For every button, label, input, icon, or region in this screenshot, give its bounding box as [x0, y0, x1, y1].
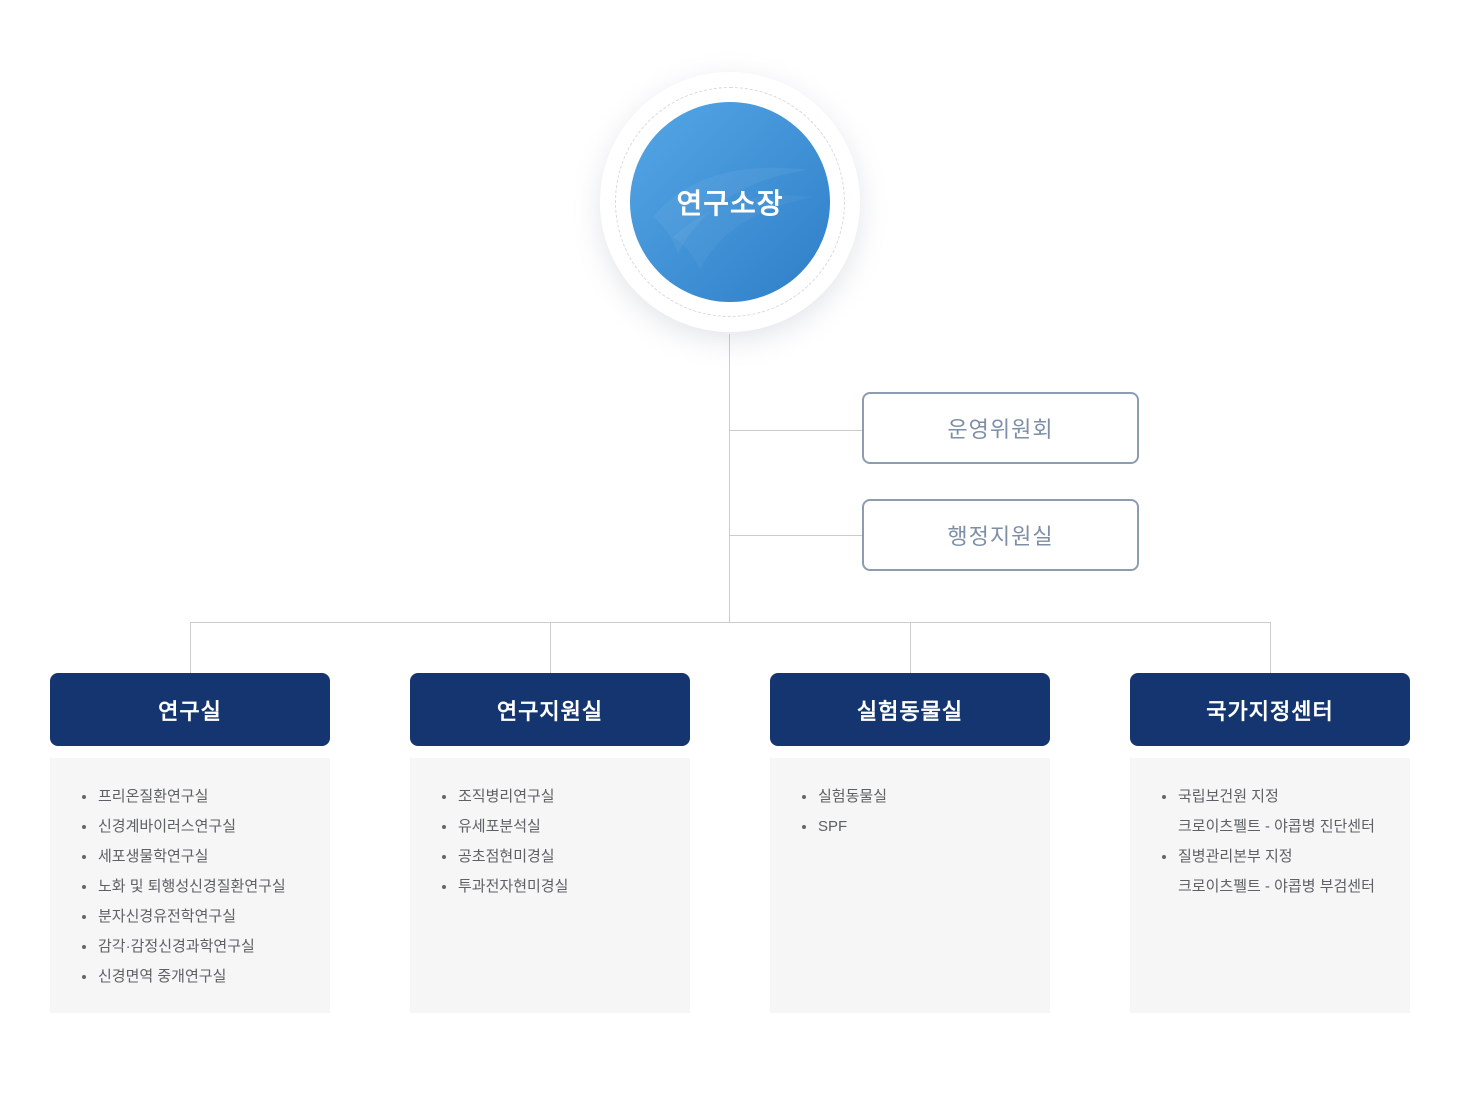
bullet-icon	[82, 945, 86, 949]
item-label: 노화 및 퇴행성신경질환연구실	[98, 878, 286, 895]
list-item: 프리온질환연구실	[82, 782, 312, 812]
dept-title: 국가지정센터	[1206, 698, 1334, 724]
dept-title: 연구지원실	[496, 698, 604, 724]
connector-drop-dept-3	[910, 622, 911, 673]
dept-header: 연구지원실	[410, 673, 690, 746]
dept-header: 실험동물실	[770, 673, 1050, 746]
connector-drop-dept-4	[1270, 622, 1271, 673]
list-item: 분자신경유전학연구실	[82, 902, 312, 932]
bullet-icon	[802, 825, 806, 829]
committee-label: 행정지원실	[947, 524, 1054, 549]
dept-title: 연구실	[158, 698, 222, 724]
bullet-icon	[82, 825, 86, 829]
dept-header: 국가지정센터	[1130, 673, 1410, 746]
bullet-icon	[82, 795, 86, 799]
bullet-icon	[802, 795, 806, 799]
connector-branch-committee-1	[730, 430, 862, 431]
list-item: 노화 및 퇴행성신경질환연구실	[82, 872, 312, 902]
list-item: 신경계바이러스연구실	[82, 812, 312, 842]
item-label: 세포생물학연구실	[98, 848, 209, 865]
list-item: 실험동물실	[802, 782, 1032, 812]
item-label: 신경계바이러스연구실	[98, 818, 237, 835]
dept-title: 실험동물실	[856, 698, 964, 724]
bullet-icon	[82, 975, 86, 979]
connector-drop-dept-2	[550, 622, 551, 673]
dept-column-lab-animals: 실험동물실 실험동물실 SPF	[770, 673, 1050, 1013]
item-sublabel: 크로이츠펠트 - 야콥병 진단센터	[1178, 818, 1375, 835]
root-label: 연구소장	[676, 188, 784, 219]
bullet-icon	[442, 885, 446, 889]
item-label: 투과전자현미경실	[458, 878, 569, 895]
bullet-icon	[82, 915, 86, 919]
item-label: SPF	[818, 818, 848, 835]
item-label: 유세포분석실	[458, 818, 541, 835]
connector-branch-committee-2	[730, 535, 862, 536]
item-label: 질병관리본부 지정	[1178, 848, 1293, 865]
item-sublabel: 크로이츠펠트 - 야콥병 부검센터	[1178, 878, 1375, 895]
list-item: 세포생물학연구실	[82, 842, 312, 872]
list-item: 투과전자현미경실	[442, 872, 672, 902]
committee-box-steering: 운영위원회	[862, 392, 1139, 464]
bullet-icon	[82, 885, 86, 889]
list-item: 유세포분석실	[442, 812, 672, 842]
bullet-icon	[442, 795, 446, 799]
dept-header: 연구실	[50, 673, 330, 746]
item-label: 분자신경유전학연구실	[98, 908, 237, 925]
bullet-icon	[1162, 855, 1166, 859]
logo-watermark-icon	[653, 167, 813, 270]
bullet-icon	[82, 855, 86, 859]
item-label: 조직병리연구실	[458, 788, 555, 805]
item-label: 감각·감정신경과학연구실	[98, 938, 255, 955]
list-item: 공초점현미경실	[442, 842, 672, 872]
list-item: SPF	[802, 812, 1032, 842]
root-dashed-ring	[615, 87, 845, 317]
item-label: 국립보건원 지정	[1178, 788, 1279, 805]
committee-label: 운영위원회	[947, 417, 1054, 442]
dept-panel: 실험동물실 SPF	[770, 758, 1050, 1013]
bullet-icon	[1162, 795, 1166, 799]
item-label: 프리온질환연구실	[98, 788, 209, 805]
root-node: 연구소장	[600, 72, 860, 332]
root-circle: 연구소장	[630, 102, 830, 302]
connector-main-horizontal	[190, 622, 1271, 623]
item-label: 신경면역 중개연구실	[98, 968, 227, 985]
connector-drop-dept-1	[190, 622, 191, 673]
connector-root-vertical	[729, 334, 730, 623]
list-item: 감각·감정신경과학연구실	[82, 932, 312, 962]
list-item: 신경면역 중개연구실	[82, 962, 312, 992]
list-item: 조직병리연구실	[442, 782, 672, 812]
committee-box-admin-support: 행정지원실	[862, 499, 1139, 571]
bullet-icon	[442, 855, 446, 859]
bullet-icon	[442, 825, 446, 829]
item-label: 실험동물실	[818, 788, 888, 805]
item-label: 공초점현미경실	[458, 848, 555, 865]
